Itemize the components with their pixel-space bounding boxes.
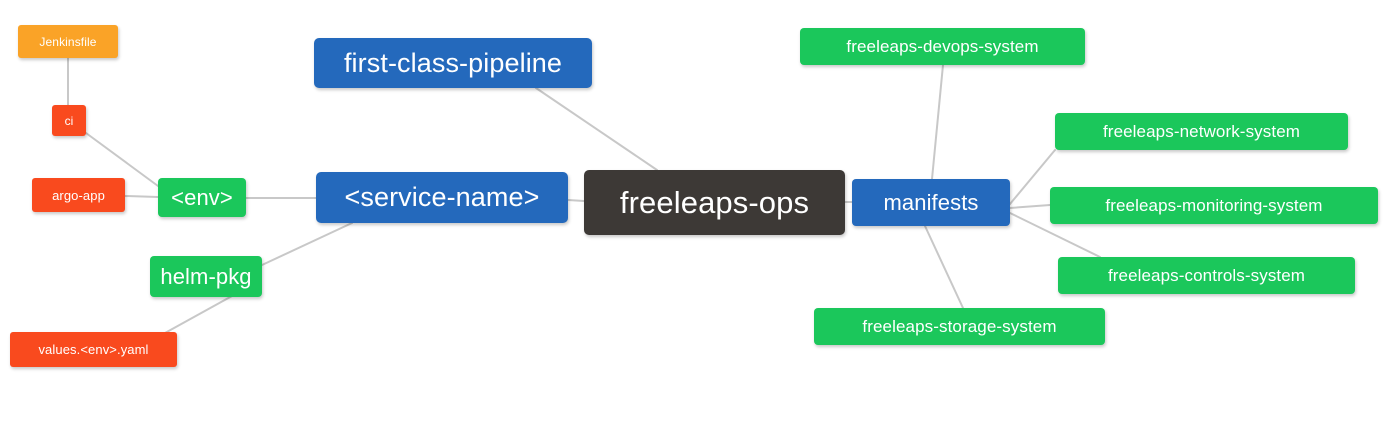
edge-service-name-ops (567, 199, 585, 202)
node-freeleaps-devops-system[interactable]: freeleaps-devops-system (800, 28, 1085, 65)
edge-manifests-storage (924, 225, 964, 309)
node-freeleaps-ops[interactable]: freeleaps-ops (584, 170, 845, 235)
edge-pipeline-ops (535, 87, 658, 171)
node-ci[interactable]: ci (52, 105, 86, 136)
edge-values-helm-pkg (164, 295, 233, 334)
node-argo-app[interactable]: argo-app (32, 178, 125, 212)
node-freeleaps-monitoring-system[interactable]: freeleaps-monitoring-system (1050, 187, 1378, 224)
node-env[interactable]: <env> (158, 178, 246, 217)
node-helm-pkg[interactable]: helm-pkg (150, 256, 262, 297)
node-jenkinsfile[interactable]: Jenkinsfile (18, 25, 118, 58)
node-first-class-pipeline[interactable]: first-class-pipeline (314, 38, 592, 88)
node-values-yaml[interactable]: values.<env>.yaml (10, 332, 177, 367)
edge-helm-pkg-service-name (261, 222, 353, 266)
node-freeleaps-storage-system[interactable]: freeleaps-storage-system (814, 308, 1105, 345)
node-service-name[interactable]: <service-name> (316, 172, 568, 223)
node-freeleaps-network-system[interactable]: freeleaps-network-system (1055, 113, 1348, 150)
node-manifests[interactable]: manifests (852, 179, 1010, 226)
edge-manifests-devops (931, 64, 944, 180)
edge-manifests-network (1009, 149, 1056, 205)
node-freeleaps-controls-system[interactable]: freeleaps-controls-system (1058, 257, 1355, 294)
edge-manifests-monitoring (1009, 204, 1051, 209)
edge-argo-app-env (124, 195, 159, 198)
